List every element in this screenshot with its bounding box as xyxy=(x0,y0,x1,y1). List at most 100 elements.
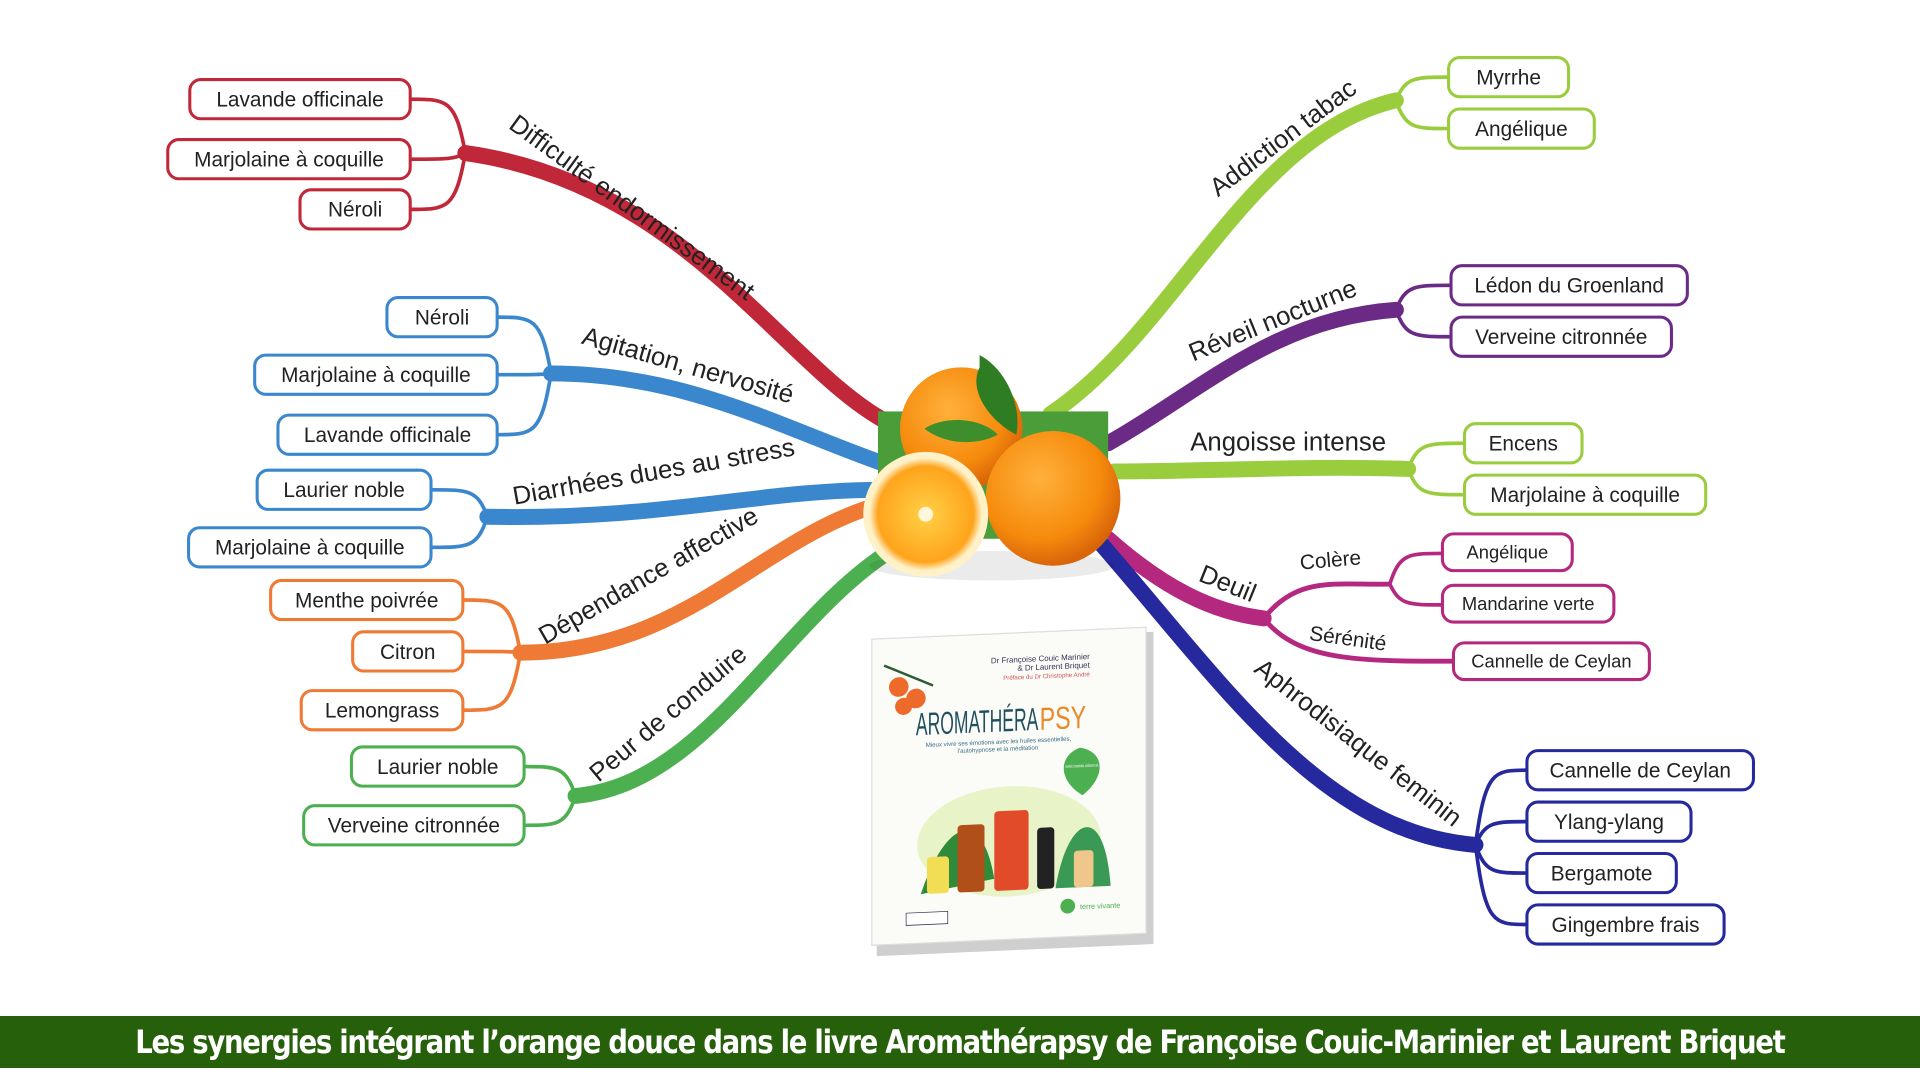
branch-line xyxy=(1100,530,1272,627)
caption-text: Les synergies intégrant l’orange douce d… xyxy=(135,1023,1786,1061)
leaf-node[interactable]: Menthe poivrée xyxy=(269,578,465,622)
leaf-node[interactable]: Néroli xyxy=(385,296,499,339)
leaf-box xyxy=(1525,903,1726,946)
leaf-node[interactable]: Angélique xyxy=(1440,532,1574,573)
leaf-label: Angélique xyxy=(1475,118,1568,141)
leaf-label: Marjolaine à coquille xyxy=(215,537,405,560)
branch-line xyxy=(543,365,890,471)
leaf-label: Laurier noble xyxy=(377,756,498,779)
leaf-node[interactable]: Lédon du Groenland xyxy=(1449,264,1689,307)
leaf-connector xyxy=(410,152,468,212)
leaf-box xyxy=(1447,56,1571,99)
leaf-label: Encens xyxy=(1489,433,1558,456)
leaf-connector xyxy=(462,598,523,653)
book-preface: Préface du Dr Christophe André xyxy=(1003,671,1090,682)
leaf-label: Verveine citronnée xyxy=(328,815,500,838)
leaf-label: Lemongrass xyxy=(325,700,439,723)
leaf-node[interactable]: Marjolaine à coquille xyxy=(187,526,433,569)
leaf-connector xyxy=(1388,583,1443,607)
leaf-label: Verveine citronnée xyxy=(1475,326,1647,349)
leaf-box xyxy=(1447,107,1596,150)
leaf-node[interactable]: Marjolaine à coquille xyxy=(1462,473,1708,516)
leaf-connector xyxy=(462,649,521,655)
leaf-label: Cannelle de Ceylan xyxy=(1549,760,1731,783)
leaf-label: Menthe poivrée xyxy=(295,589,438,612)
leaf-node[interactable]: Marjolaine à coquille xyxy=(166,138,412,181)
leaf-connector xyxy=(1394,99,1449,131)
leaf-label: Cannelle de Ceylan xyxy=(1471,650,1631,671)
leaf-label: Lédon du Groenland xyxy=(1474,275,1664,298)
leaf-connector xyxy=(1473,819,1527,846)
leaf-label: Marjolaine à coquille xyxy=(1490,484,1680,507)
leaf-node[interactable]: Verveine citronnée xyxy=(302,804,526,847)
branch-label[interactable]: Angoisse intense xyxy=(1190,429,1386,457)
sub-branch-label[interactable]: Colère xyxy=(1299,546,1362,574)
leaf-node[interactable]: Bergamote xyxy=(1525,851,1678,895)
leaf-node[interactable]: Laurier noble xyxy=(255,468,433,511)
leaf-node[interactable]: Ylang-ylang xyxy=(1525,800,1693,843)
leaf-node[interactable]: Lemongrass xyxy=(299,689,465,732)
leaf-label: Angélique xyxy=(1467,541,1549,562)
leaf-node[interactable]: Encens xyxy=(1462,422,1584,465)
leaf-label: Ylang-ylang xyxy=(1554,811,1664,834)
leaf-node[interactable]: Lavande officinale xyxy=(276,413,499,456)
leaf-box xyxy=(1525,851,1678,895)
leaf-box xyxy=(253,353,499,396)
leaf-label: Gingembre frais xyxy=(1552,914,1700,937)
leaf-connector xyxy=(1406,468,1465,497)
book-cover: Dr Françoise Couic Marinier & Dr Laurent… xyxy=(871,626,1154,957)
leaf-connector xyxy=(1473,768,1527,846)
leaf-connector xyxy=(497,373,553,437)
leaf-node[interactable]: Laurier noble xyxy=(349,745,526,788)
leaf-node[interactable]: Gingembre frais xyxy=(1525,903,1726,946)
book-publisher: terre vivante xyxy=(1080,901,1120,912)
leaf-node[interactable]: Cannelle de Ceylan xyxy=(1525,749,1755,792)
leaf-connector xyxy=(524,795,578,828)
leaf-node[interactable]: Verveine citronnée xyxy=(1449,315,1673,358)
leaf-node[interactable]: Marjolaine à coquille xyxy=(253,353,499,396)
leaf-box xyxy=(298,188,412,231)
leaf-connector xyxy=(1394,283,1452,311)
book-title: AROMATHÉRA xyxy=(916,701,1039,742)
leaf-connector xyxy=(1394,75,1449,102)
leaf-node[interactable]: Néroli xyxy=(298,188,412,231)
leaf-label: Lavande officinale xyxy=(216,89,383,112)
central-image-oranges xyxy=(863,355,1121,581)
leaf-box xyxy=(166,138,412,181)
leaf-label: Laurier noble xyxy=(283,479,404,502)
book-authors-2: & Dr Laurent Briquet xyxy=(1017,661,1090,673)
leaf-node[interactable]: Lavande officinale xyxy=(188,78,412,121)
leaf-box xyxy=(269,578,465,622)
leaf-box xyxy=(276,413,499,456)
leaf-node[interactable]: Cannelle de Ceylan xyxy=(1451,641,1651,682)
leaf-label: Néroli xyxy=(328,199,382,222)
leaf-box xyxy=(188,78,412,121)
leaf-node[interactable]: Myrrhe xyxy=(1447,56,1571,99)
branch-label[interactable]: Addiction tabac xyxy=(1205,74,1362,202)
leaf-node[interactable]: Citron xyxy=(351,630,465,673)
branch-line xyxy=(1042,92,1404,422)
leaf-box xyxy=(385,296,499,339)
sub-branch-line xyxy=(1261,616,1454,664)
leaf-box xyxy=(1525,749,1755,792)
leaf-connector xyxy=(524,764,578,797)
book-subtitle-2: l'autohypnose et la méditation xyxy=(958,744,1039,755)
leaf-node[interactable]: Angélique xyxy=(1447,107,1596,150)
leaf-box xyxy=(187,526,433,569)
branch-label[interactable]: Difficulté endormissement xyxy=(504,110,759,306)
caption-banner: Les synergies intégrant l’orange douce d… xyxy=(0,1016,1920,1068)
leaf-label: Mandarine verte xyxy=(1462,593,1595,614)
leaf-connector xyxy=(497,371,552,377)
branch-line xyxy=(567,536,908,804)
book-badge: Sommeil, concentration, confiance en soi… xyxy=(1065,762,1099,768)
leaf-box xyxy=(1462,473,1708,516)
leaf-box xyxy=(1449,315,1673,358)
leaf-connector xyxy=(462,652,523,713)
orange-whole xyxy=(985,431,1121,566)
leaf-node[interactable]: Mandarine verte xyxy=(1440,583,1616,624)
